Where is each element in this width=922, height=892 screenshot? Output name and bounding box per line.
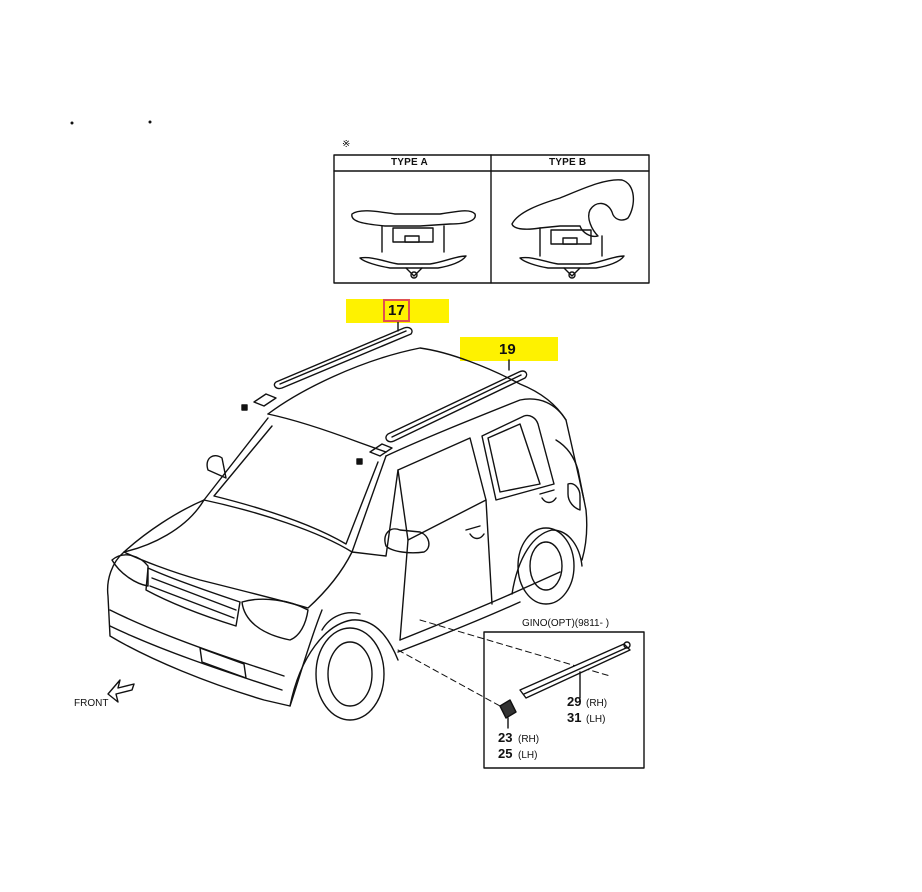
callout-19-highlight	[460, 337, 558, 361]
sill-inset-box	[483, 631, 645, 769]
type-b-section	[511, 179, 635, 279]
clip-front-right	[356, 443, 393, 465]
callout-17-highlight	[346, 299, 449, 323]
roof-molding-17	[273, 321, 413, 390]
callout-23[interactable]: 23	[498, 730, 513, 745]
callout-25-side: (LH)	[518, 750, 538, 761]
clip-front-left	[241, 393, 277, 411]
callout-23-side: (RH)	[518, 734, 540, 745]
callout-31[interactable]: 31	[567, 710, 582, 725]
callout-19[interactable]: 19	[499, 341, 516, 358]
type-a-section	[351, 210, 476, 279]
type-b-label: TYPE B	[549, 157, 587, 168]
front-arrow-icon	[107, 679, 135, 703]
callout-29-side: (RH)	[586, 698, 608, 709]
sill-inset-note: GINO(OPT)(9811- )	[522, 618, 610, 629]
type-inset-box	[333, 154, 650, 284]
callout-31-side: (LH)	[586, 714, 606, 725]
callout-17[interactable]: 17	[383, 299, 410, 322]
callout-29[interactable]: 29	[567, 694, 582, 709]
inset-marker: ※	[342, 139, 351, 150]
vehicle-body	[106, 347, 588, 721]
type-a-label: TYPE A	[391, 157, 428, 168]
roof-molding-19	[385, 359, 528, 443]
callout-25[interactable]: 25	[498, 746, 513, 761]
front-label: FRONT	[74, 698, 109, 709]
